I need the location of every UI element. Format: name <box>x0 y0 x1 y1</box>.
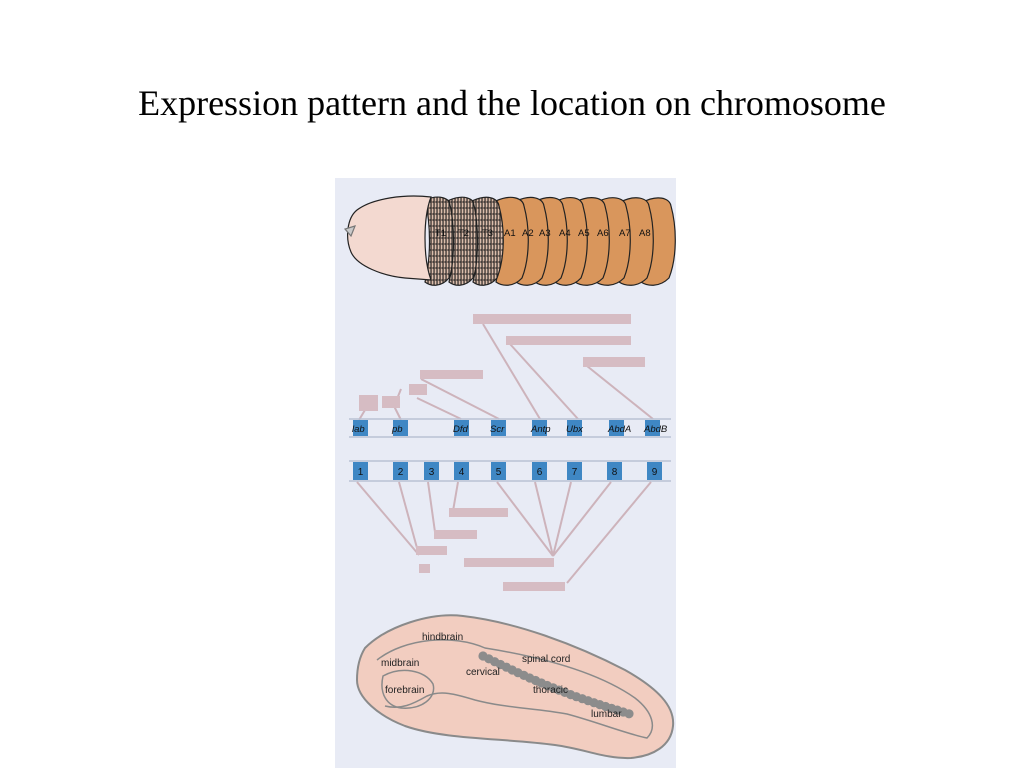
mouse-gene-label: 7 <box>572 467 578 478</box>
mouse-connectors <box>356 481 652 584</box>
fly-gene-label: AbdA <box>607 424 631 435</box>
fly-gene-box-abda <box>609 420 624 436</box>
mouse-embryo: hindbrain midbrain forebrain spinal cord… <box>355 614 675 760</box>
fly-segment-label: A8 <box>639 228 651 239</box>
label-forebrain: forebrain <box>385 685 424 696</box>
mouse-expression-bar <box>434 530 477 539</box>
fly-gene-box-abdb <box>645 420 660 436</box>
fly-gene-cluster: lab pb Dfd Scr Antp Ubx AbdA AbdB <box>349 418 671 438</box>
mouse-expression-bar <box>419 564 430 573</box>
label-cervical: cervical <box>466 667 500 678</box>
somite <box>624 709 634 719</box>
fly-gene-label: AbdB <box>643 424 668 435</box>
fly-connector-line <box>416 397 462 420</box>
mouse-gene-label: 4 <box>459 467 465 478</box>
fly-segment-label: A3 <box>539 228 551 239</box>
somite-row <box>478 651 634 719</box>
fly-expression-bar <box>382 396 400 408</box>
label-thoracic: thoracic <box>533 685 568 696</box>
fly-thorax-segments <box>424 196 504 286</box>
mouse-gene-box-4 <box>454 462 469 480</box>
mouse-gene-label: 2 <box>398 467 404 478</box>
fly-expression-bar <box>506 336 631 345</box>
mouse-connector-line <box>427 481 436 533</box>
mouse-connector-line <box>452 481 459 512</box>
fly-expression-bar <box>359 395 378 411</box>
mouse-connector-line <box>398 481 418 549</box>
fly-segment-t3 <box>472 196 504 286</box>
fly-gene-box-lab <box>353 420 368 436</box>
fly-head-segment <box>347 195 432 281</box>
fly-gene-label: Ubx <box>566 424 584 435</box>
fly-abdomen-segments <box>495 196 676 286</box>
fly-connector-line <box>482 323 541 420</box>
mouse-gene-box-9 <box>647 462 662 480</box>
fly-expression-bars <box>359 314 645 411</box>
mouse-gene-label: 8 <box>612 467 618 478</box>
mouse-gene-label: 5 <box>496 467 502 478</box>
mouse-connector-line <box>534 481 554 557</box>
mouse-gene-box-5 <box>491 462 506 480</box>
fly-segment-label: A4 <box>559 228 571 239</box>
fly-segment-label: T1 <box>435 228 446 239</box>
fly-connector-line <box>509 343 579 420</box>
mouse-gene-label: 3 <box>429 467 435 478</box>
mouse-gene-label: 1 <box>358 467 364 478</box>
mouse-gene-label: 6 <box>537 467 543 478</box>
mouse-expression-bars <box>416 508 565 591</box>
fly-gene-box-antp <box>532 420 547 436</box>
label-hindbrain: hindbrain <box>422 632 463 643</box>
mouse-gene-cluster: 1 2 3 4 5 6 7 8 9 <box>349 460 671 482</box>
fly-gene-box-ubx <box>567 420 582 436</box>
mouse-connector-line <box>496 481 554 557</box>
fly-gene-box-pb <box>393 420 408 436</box>
fly-segment-label: A2 <box>522 228 534 239</box>
fly-segment-label: T3 <box>482 228 493 239</box>
fly-expression-bar <box>473 314 631 324</box>
fly-gene-box-dfd <box>454 420 469 436</box>
mouse-connector-line <box>552 481 612 557</box>
hox-expression-figure: T1 T2 T3 A1 A2 A3 A4 A5 A6 A7 A8 lab pb Dfd Scr Antp Ub… <box>335 178 676 768</box>
fly-embryo: T1 T2 T3 A1 A2 A3 A4 A5 A6 A7 A8 <box>343 195 676 286</box>
label-spinal-cord: spinal cord <box>522 654 570 665</box>
fly-head-tip <box>343 225 357 238</box>
fly-gene-label: Scr <box>490 424 505 435</box>
forebrain-outline <box>381 669 435 709</box>
fly-segment-label: A6 <box>597 228 609 239</box>
fly-gene-label: lab <box>352 424 365 435</box>
fly-segment-label: A7 <box>619 228 631 239</box>
mouse-expression-bar <box>503 582 565 591</box>
mouse-gene-label: 9 <box>652 467 658 478</box>
mouse-gene-box-6 <box>532 462 547 480</box>
fly-segment-label: A5 <box>578 228 590 239</box>
mouse-connector-line <box>566 481 652 584</box>
label-lumbar: lumbar <box>591 709 622 720</box>
label-midbrain: midbrain <box>381 658 419 669</box>
neural-tube-outline <box>376 639 654 739</box>
mouse-connector-line <box>552 481 572 557</box>
mouse-gene-box-7 <box>567 462 582 480</box>
fly-gene-label: pb <box>391 424 403 435</box>
mouse-gene-box-1 <box>353 462 368 480</box>
fly-expression-bar <box>409 384 427 395</box>
mouse-expression-bar <box>449 508 508 517</box>
mouse-gene-box-2 <box>393 462 408 480</box>
fly-gene-label: Dfd <box>453 424 469 435</box>
fly-connector-line <box>420 378 500 420</box>
mouse-connector-line <box>356 481 420 556</box>
fly-segment-label: A1 <box>504 228 516 239</box>
mouse-gene-box-8 <box>607 462 622 480</box>
fly-expression-bar <box>583 357 645 367</box>
fly-segment-labels: T1 T2 T3 A1 A2 A3 A4 A5 A6 A7 A8 <box>435 228 651 239</box>
mouse-expression-bar <box>416 546 447 555</box>
mouse-expression-bar <box>464 558 554 567</box>
slide-title: Expression pattern and the location on c… <box>138 83 886 123</box>
fly-connector-line <box>586 365 654 420</box>
fly-gene-label: Antp <box>530 424 551 435</box>
fly-gene-box-scr <box>491 420 506 436</box>
fly-expression-bar <box>420 370 483 379</box>
fly-segment-label: T2 <box>458 228 469 239</box>
mouse-gene-box-3 <box>424 462 439 480</box>
